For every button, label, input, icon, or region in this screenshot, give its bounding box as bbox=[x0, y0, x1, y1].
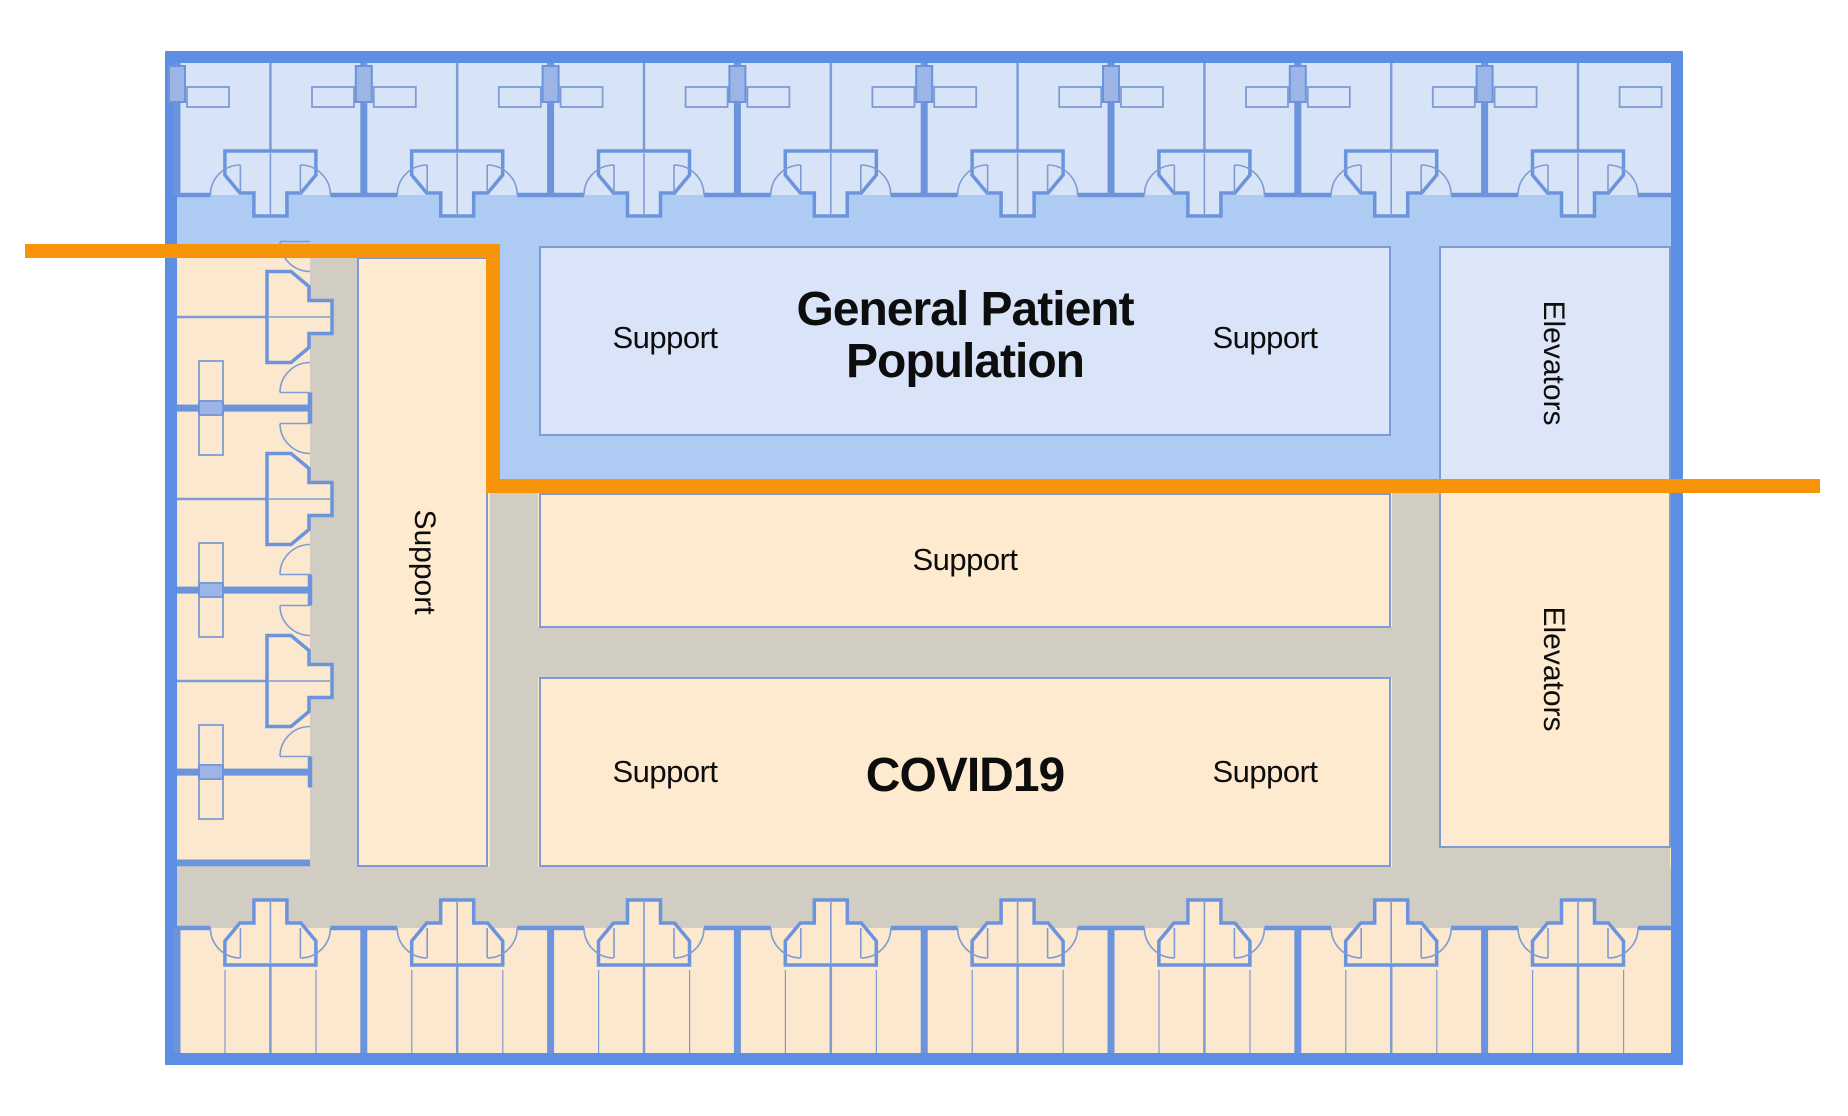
zone-box-elevators-upper bbox=[1439, 246, 1671, 481]
left-room-strip bbox=[177, 242, 332, 867]
zone-box-general-patient-population bbox=[539, 246, 1391, 436]
zone-boxes bbox=[357, 246, 1671, 867]
zone-box-elevators-lower bbox=[1439, 491, 1671, 848]
zone-box-covid bbox=[539, 677, 1391, 867]
top-room-strip bbox=[169, 63, 1671, 216]
covid-separation-line bbox=[25, 244, 1820, 493]
zone-box-support-band bbox=[539, 493, 1391, 628]
corridors bbox=[177, 258, 1671, 928]
zone-box-support-left-wing bbox=[357, 257, 488, 867]
bottom-room-strip bbox=[174, 900, 1672, 1053]
